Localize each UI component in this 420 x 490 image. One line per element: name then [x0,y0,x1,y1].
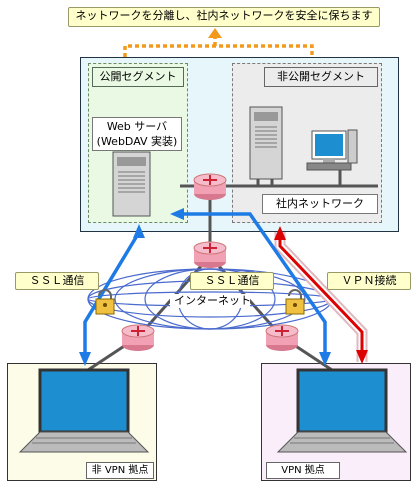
internet-text: インターネット [174,294,251,307]
laptop-right-icon [276,368,408,453]
vpn-arrow-down [356,350,368,364]
orange-link [123,28,314,57]
vpn-tunnel [274,226,368,364]
ssl-arrow-head-left-up [133,224,145,238]
public-segment-label: 公開セグメント [92,67,184,87]
router-top-icon [193,173,227,200]
router-left-icon [121,324,155,351]
private-server-icon [249,106,283,180]
vpn-connection-text: ＶＰＮ接続 [341,274,397,287]
internet-label-bg [170,294,250,308]
lock-right-icon [285,289,305,315]
web-server-icon [112,151,151,217]
non-vpn-site-text: 非 VPN 拠点 [91,465,149,476]
private-segment-label: 非公開セグメント [264,67,378,87]
non-vpn-site-label: 非 VPN 拠点 [86,462,154,479]
title-label: ネットワークを分離し、社内ネットワークを安全に保ちます [68,7,380,27]
desktop-pc-icon [306,129,358,171]
laptop-left-icon [18,368,150,453]
internal-network-text: 社内ネットワーク [276,197,364,210]
vpn-connection-tag: ＶＰＮ接続 [327,272,411,290]
vpn-arrow-up [274,226,286,240]
vpn-site-text: VPN 拠点 [281,465,325,476]
vpn-site-label: VPN 拠点 [266,462,340,479]
ssl-arrow-head-left-down [79,352,91,366]
private-segment-text: 非公開セグメント [277,70,365,83]
router-right-icon [265,324,299,351]
web-server-label: Web サーバ (WebDAV 実装) [92,117,182,151]
ssl-left-text: ＳＳＬ通信 [29,274,85,287]
ssl-left-tag: ＳＳＬ通信 [15,272,99,290]
ssl-right-text: ＳＳＬ通信 [204,274,260,287]
ssl-arrow-head-right-up [170,208,184,220]
internal-network-label: 社内ネットワーク [262,194,378,214]
orange-arrow-head [208,28,222,38]
ssl-arrow-head-right-down [319,352,331,366]
lock-left-icon [95,289,115,315]
ssl-right-tag: ＳＳＬ通信 [190,272,274,290]
public-segment-text: 公開セグメント [99,70,177,83]
router-middle-icon [193,241,227,268]
title-text: ネットワークを分離し、社内ネットワークを安全に保ちます [75,9,373,22]
internet-label: インターネット [174,294,251,308]
ssl-arrows [83,212,327,360]
